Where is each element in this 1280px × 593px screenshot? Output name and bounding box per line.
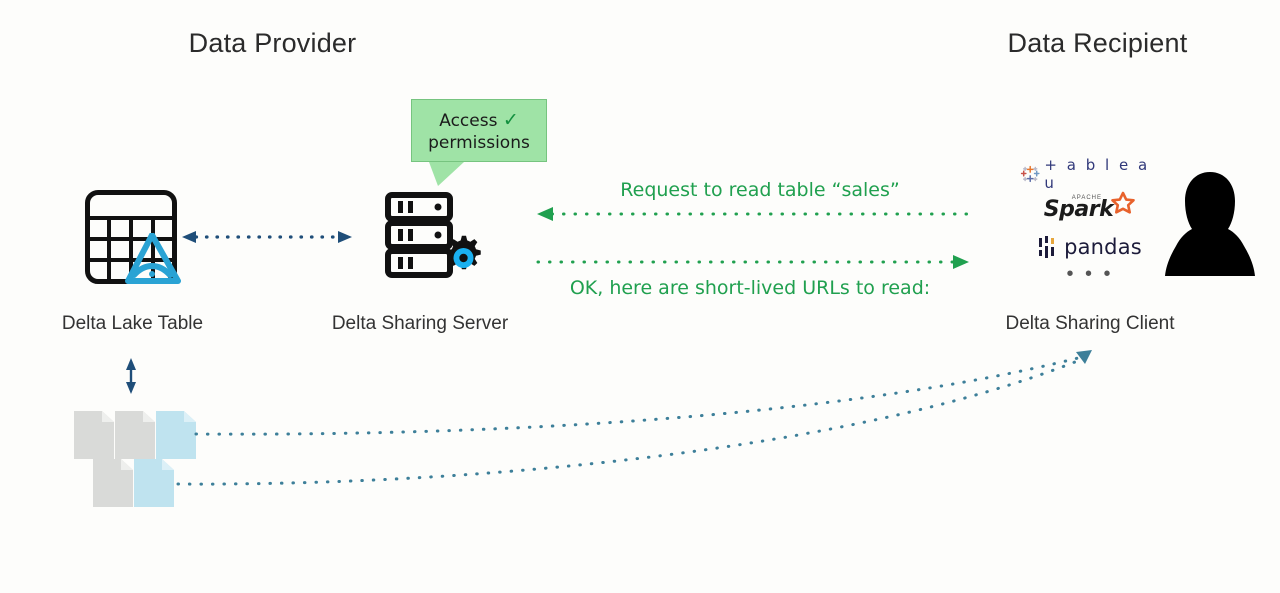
callout-line-1: Access	[439, 111, 498, 131]
tableau-wordmark: + a b l e a u	[1044, 156, 1150, 192]
pandas-wordmark: pandas	[1064, 235, 1142, 259]
caption-delta-sharing-client: Delta Sharing Client	[1005, 313, 1175, 334]
spark-star-icon	[1111, 191, 1136, 214]
file-transfer-arrowhead	[1076, 350, 1092, 364]
pandas-mark-icon	[1039, 236, 1055, 258]
file-icon-gray-3	[93, 459, 133, 507]
access-permissions-callout: Access ✓ permissions	[411, 99, 547, 186]
delta-lake-table-icon	[85, 190, 181, 284]
caption-delta-sharing-server: Delta Sharing Server	[331, 313, 509, 334]
sharing-server-icon	[385, 192, 481, 280]
message-response-label: OK, here are short-lived URLs to read:	[569, 277, 931, 299]
tableau-mark-icon	[1020, 165, 1040, 183]
connector-response-arrow	[536, 255, 969, 269]
callout-text-block: Access ✓ permissions	[412, 109, 546, 154]
page-title-data-recipient: Data Recipient	[1007, 28, 1188, 58]
connector-table-to-files	[126, 358, 136, 394]
client-logo-stack: + a b l e a u APACHE Spark pandas •	[1020, 156, 1160, 298]
file-icon-blue-2	[134, 459, 174, 507]
table-vline-3	[151, 216, 155, 284]
connector-file-transfer-2	[176, 358, 1082, 486]
spark-wordmark: Spark	[1043, 196, 1114, 222]
file-icon-gray-1	[74, 411, 114, 459]
caption-delta-lake-table: Delta Lake Table	[61, 313, 204, 334]
person-silhouette-icon	[1165, 172, 1255, 276]
spark-apache-sublabel: APACHE	[1071, 194, 1103, 201]
connector-request-arrow	[537, 207, 970, 221]
connector-table-to-server	[182, 231, 352, 243]
spark-logo: APACHE Spark	[1020, 191, 1160, 226]
callout-line-2: permissions	[428, 133, 530, 153]
more-clients-ellipsis: • • •	[1066, 263, 1114, 285]
pandas-logo: pandas	[1020, 234, 1160, 260]
table-vline-1	[107, 216, 111, 284]
callout-tail	[429, 162, 464, 186]
checkmark-icon: ✓	[502, 109, 519, 131]
connector-file-transfer-1	[194, 356, 1080, 436]
table-vline-2	[129, 216, 133, 284]
message-request-label: Request to read table “sales”	[620, 179, 900, 201]
file-icon-blue-1	[156, 411, 196, 459]
file-icon-gray-2	[115, 411, 155, 459]
tableau-logo: + a b l e a u	[1020, 156, 1160, 192]
delta-lake-logo-icon	[125, 233, 181, 284]
page-title-data-provider: Data Provider	[188, 28, 357, 58]
